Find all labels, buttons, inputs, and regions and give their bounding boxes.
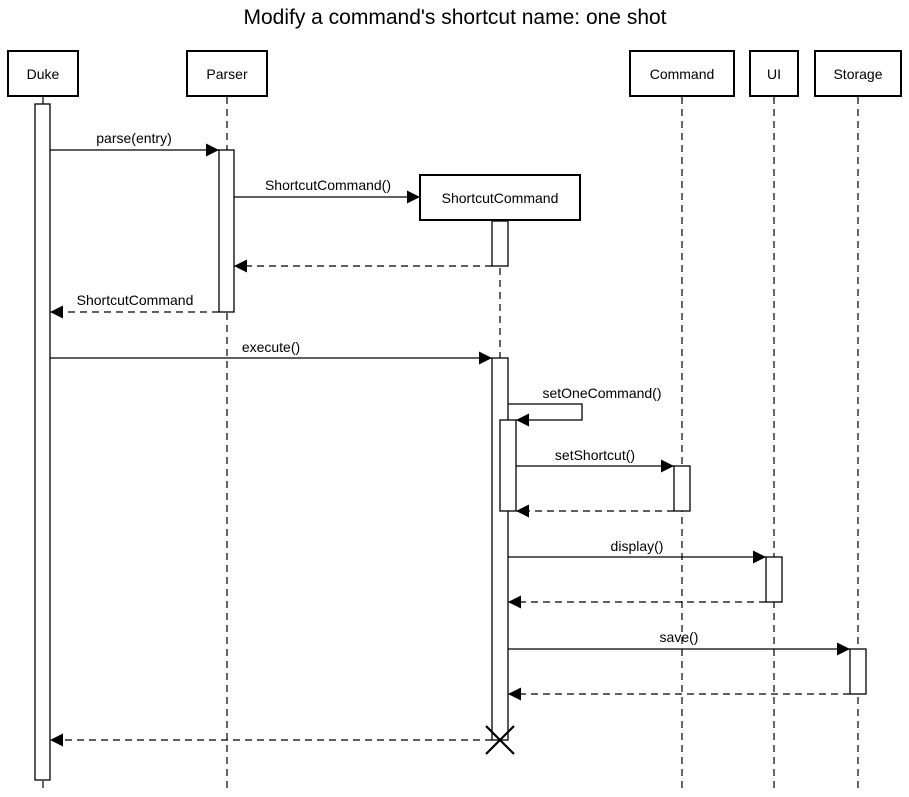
message-create-label: ShortcutCommand() — [265, 177, 391, 193]
activation-duke — [34, 103, 51, 781]
message-display-label: display() — [611, 538, 664, 554]
participant-ui: UI — [749, 50, 799, 97]
message-parse-return-label: ShortcutCommand — [77, 292, 194, 308]
activation-ui — [765, 556, 783, 603]
activation-command — [673, 465, 691, 512]
participant-parser: Parser — [186, 50, 268, 97]
message-save-label: save() — [660, 629, 699, 645]
activation-parser — [218, 149, 235, 313]
participant-label: ShortcutCommand — [442, 190, 559, 206]
participant-duke: Duke — [7, 50, 79, 97]
message-set-one-command-arrow — [508, 403, 583, 427]
participant-label: Storage — [833, 66, 882, 82]
participant-label: Parser — [206, 66, 248, 82]
participant-command: Command — [629, 50, 735, 97]
message-execute-label: execute() — [242, 339, 300, 355]
activation-shortcut-execute — [491, 357, 509, 741]
participant-storage: Storage — [814, 50, 902, 97]
message-set-one-command-label: setOneCommand() — [542, 385, 661, 401]
activation-storage — [849, 648, 867, 695]
message-parse-label: parse(entry) — [96, 130, 171, 146]
destroy-marker-icon — [485, 725, 515, 755]
diagram-title: Modify a command's shortcut name: one sh… — [243, 6, 666, 29]
participant-shortcut-command: ShortcutCommand — [419, 174, 581, 221]
activation-shortcut-nested — [499, 419, 517, 512]
participant-label: Command — [650, 66, 715, 82]
message-set-shortcut-label: setShortcut() — [555, 447, 635, 463]
participant-label: UI — [767, 66, 781, 82]
activation-shortcut-create — [491, 220, 509, 267]
participant-label: Duke — [27, 66, 60, 82]
